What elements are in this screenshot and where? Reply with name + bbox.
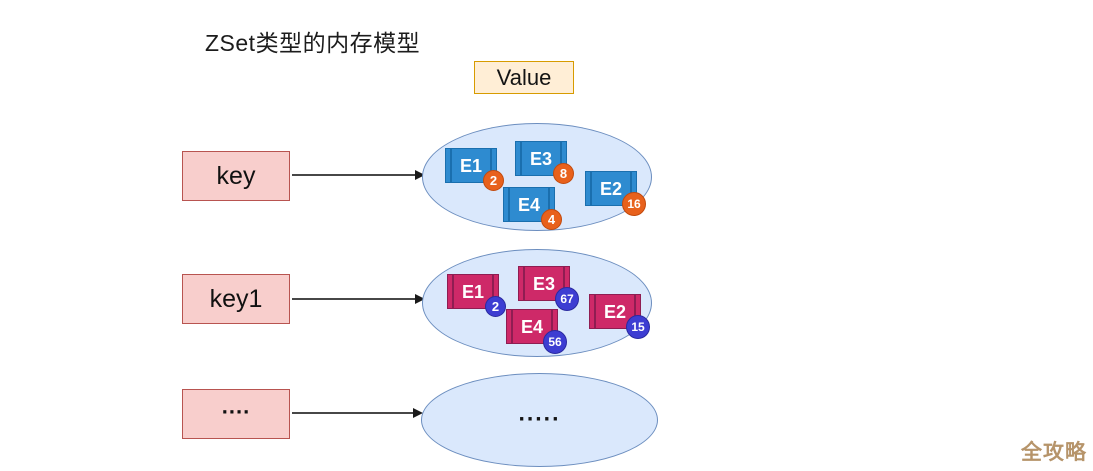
element-box-e4: E4 56	[506, 309, 567, 354]
element-label: E3	[532, 273, 556, 294]
key-label: key	[216, 161, 256, 190]
arrow-row2	[292, 294, 425, 304]
ellipsis-placeholder: .....	[422, 374, 657, 466]
score-badge: 15	[626, 315, 650, 339]
score-badge: 8	[553, 163, 574, 184]
score-badge: 4	[541, 209, 562, 230]
value-label-text: Value	[496, 64, 552, 90]
key-box-row3: ....	[182, 389, 290, 439]
score-badge: 56	[543, 330, 567, 354]
element-label: E2	[599, 178, 623, 199]
element-box-e4: E4 4	[503, 187, 562, 230]
element-label: E2	[603, 301, 627, 322]
element-box-e3: E3 8	[515, 141, 574, 184]
arrow-row1	[292, 170, 425, 180]
element-box-e3: E3 67	[518, 266, 579, 311]
value-ellipse-row3: .....	[421, 373, 658, 467]
ellipsis-text: .....	[518, 398, 561, 425]
element-box-e2: E2 15	[589, 294, 650, 339]
element-label: E1	[459, 155, 483, 176]
element-box-e1: E1 2	[445, 148, 504, 191]
value-ellipse-row2: E1 2 E3 67 E2 15 E4 56	[422, 249, 652, 357]
element-box-e2: E2 16	[585, 171, 646, 216]
score-badge: 67	[555, 287, 579, 311]
element-label: E4	[517, 194, 541, 215]
score-badge: 2	[485, 296, 506, 317]
element-label: E4	[520, 316, 544, 337]
element-label: E1	[461, 281, 485, 302]
score-badge: 16	[622, 192, 646, 216]
key-label: ....	[221, 393, 251, 419]
diagram-title: ZSet类型的内存模型	[205, 30, 421, 56]
arrow-row3	[292, 408, 423, 418]
score-badge: 2	[483, 170, 504, 191]
value-ellipse-row1: E1 2 E3 8 E2 16 E4 4	[422, 123, 652, 231]
element-box-e1: E1 2	[447, 274, 506, 317]
element-label: E3	[529, 148, 553, 169]
value-column-label: Value	[474, 61, 574, 94]
key-label: key1	[209, 284, 263, 313]
key-box-row1: key	[182, 151, 290, 201]
key-box-row2: key1	[182, 274, 290, 324]
watermark-text: 全攻略	[1021, 441, 1087, 464]
